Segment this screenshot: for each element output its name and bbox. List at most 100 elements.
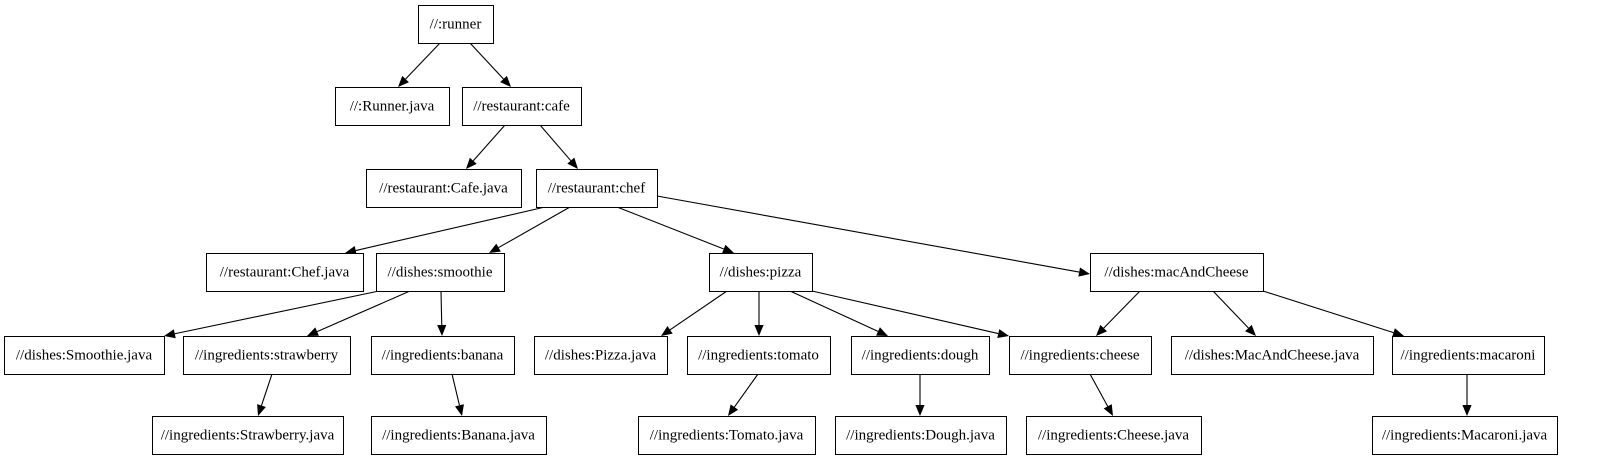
node-box[interactable] bbox=[687, 336, 831, 375]
graph-node-dishes_mac[interactable]: //dishes:macAndCheese bbox=[1090, 253, 1264, 292]
graph-node-smoothie_java[interactable]: //dishes:Smoothie.java bbox=[4, 336, 165, 375]
graph-edge bbox=[1462, 374, 1472, 416]
graph-edge bbox=[1262, 290, 1404, 338]
node-box[interactable] bbox=[1392, 336, 1545, 375]
node-box[interactable] bbox=[371, 336, 515, 375]
edge-arrowhead-icon bbox=[454, 404, 464, 416]
graph-node-dishes_smoothie[interactable]: //dishes:smoothie bbox=[376, 253, 505, 292]
graph-node-mac_java[interactable]: //dishes:MacAndCheese.java bbox=[1171, 336, 1374, 375]
graph-node-restaurant_cafe[interactable]: //restaurant:cafe bbox=[462, 87, 582, 126]
node-box[interactable] bbox=[366, 169, 522, 208]
node-label: //dishes:Smoothie.java bbox=[16, 347, 153, 363]
graph-node-chef_java[interactable]: //restaurant:Chef.java bbox=[206, 253, 364, 292]
edge-arrowhead-icon bbox=[1392, 328, 1404, 338]
node-box[interactable] bbox=[183, 336, 351, 375]
edge-arrowhead-icon bbox=[876, 327, 888, 336]
graph-node-tomato_java[interactable]: //ingredients:Tomato.java bbox=[638, 416, 816, 455]
graph-node-macaroni_java[interactable]: //ingredients:Macaroni.java bbox=[1372, 416, 1558, 455]
graph-node-ing_cheese[interactable]: //ingredients:cheese bbox=[1009, 336, 1152, 375]
graph-edge bbox=[307, 290, 411, 336]
graph-node-ing_tomato[interactable]: //ingredients:tomato bbox=[687, 336, 831, 375]
graph-edge bbox=[539, 124, 578, 169]
node-box[interactable] bbox=[536, 169, 658, 208]
graph-edge bbox=[616, 206, 734, 254]
node-box[interactable] bbox=[418, 5, 494, 44]
edge-arrowhead-icon bbox=[164, 329, 176, 339]
graph-edge bbox=[398, 42, 441, 87]
edge-line bbox=[174, 290, 380, 335]
edge-line bbox=[539, 124, 572, 162]
graph-edge bbox=[754, 291, 764, 336]
graph-node-pizza_java[interactable]: //dishes:Pizza.java bbox=[534, 336, 668, 375]
edge-line bbox=[656, 195, 1080, 273]
node-label: //ingredients:tomato bbox=[698, 347, 819, 363]
edge-line bbox=[469, 42, 504, 80]
edge-line bbox=[811, 290, 999, 335]
node-label: //:Runner.java bbox=[350, 98, 435, 114]
graph-edge bbox=[789, 290, 888, 336]
edge-arrowhead-icon bbox=[1462, 405, 1472, 416]
graph-edge bbox=[489, 206, 571, 253]
graph-node-cafe_java[interactable]: //restaurant:Cafe.java bbox=[366, 169, 522, 208]
node-label: //ingredients:banana bbox=[382, 347, 504, 363]
node-box[interactable] bbox=[376, 253, 505, 292]
edge-line bbox=[472, 124, 506, 162]
edge-line bbox=[405, 42, 441, 80]
edge-arrowhead-icon bbox=[345, 246, 357, 256]
graph-node-runner[interactable]: //:runner bbox=[418, 5, 494, 44]
node-box[interactable] bbox=[851, 336, 990, 375]
node-label: //restaurant:chef bbox=[548, 180, 645, 196]
edge-arrowhead-icon bbox=[1096, 324, 1107, 336]
node-box[interactable] bbox=[1026, 416, 1202, 455]
graph-node-ing_dough[interactable]: //ingredients:dough bbox=[851, 336, 990, 375]
graph-node-strawberry_java[interactable]: //ingredients:Strawberry.java bbox=[152, 416, 344, 455]
graph-node-banana_java[interactable]: //ingredients:Banana.java bbox=[371, 416, 547, 455]
node-box[interactable] bbox=[534, 336, 668, 375]
graph-edge bbox=[469, 42, 511, 87]
edge-arrowhead-icon bbox=[1245, 324, 1256, 336]
graph-node-dough_java[interactable]: //ingredients:Dough.java bbox=[835, 416, 1007, 455]
graph-node-ing_banana[interactable]: //ingredients:banana bbox=[371, 336, 515, 375]
node-label: //ingredients:strawberry bbox=[195, 347, 339, 363]
node-box[interactable] bbox=[206, 253, 364, 292]
edge-line bbox=[1103, 290, 1141, 329]
graph-node-runner_java[interactable]: //:Runner.java bbox=[335, 87, 450, 126]
edge-line bbox=[440, 290, 443, 326]
graph-node-dishes_pizza[interactable]: //dishes:pizza bbox=[709, 253, 813, 292]
node-label: //dishes:smoothie bbox=[388, 264, 493, 280]
node-box[interactable] bbox=[371, 416, 547, 455]
edge-line bbox=[616, 206, 724, 250]
node-box[interactable] bbox=[1171, 336, 1374, 375]
graph-node-ing_strawberry[interactable]: //ingredients:strawberry bbox=[183, 336, 351, 375]
node-label: //restaurant:cafe bbox=[473, 98, 570, 114]
edge-arrowhead-icon bbox=[1103, 404, 1113, 416]
edge-arrowhead-icon bbox=[754, 325, 764, 336]
node-label: //ingredients:macaroni bbox=[1401, 347, 1536, 363]
node-box[interactable] bbox=[1372, 416, 1558, 455]
graph-node-ing_macaroni[interactable]: //ingredients:macaroni bbox=[1392, 336, 1545, 375]
graph-edge bbox=[257, 373, 273, 416]
node-box[interactable] bbox=[462, 87, 582, 126]
node-box[interactable] bbox=[335, 87, 450, 126]
graph-node-restaurant_chef[interactable]: //restaurant:chef bbox=[536, 169, 658, 208]
node-box[interactable] bbox=[1009, 336, 1152, 375]
edge-line bbox=[260, 373, 273, 406]
graph-edge bbox=[345, 206, 546, 256]
graph-edge bbox=[656, 195, 1090, 277]
node-box[interactable] bbox=[709, 253, 813, 292]
edge-arrowhead-icon bbox=[500, 75, 511, 87]
node-box[interactable] bbox=[835, 416, 1007, 455]
node-box[interactable] bbox=[1090, 253, 1264, 292]
edge-arrowhead-icon bbox=[997, 329, 1009, 339]
node-box[interactable] bbox=[152, 416, 344, 455]
node-label: //ingredients:dough bbox=[862, 347, 979, 363]
node-label: //ingredients:Tomato.java bbox=[650, 427, 804, 443]
graph-edge bbox=[1212, 290, 1256, 336]
node-label: //ingredients:Macaroni.java bbox=[1382, 427, 1548, 443]
node-label: //ingredients:Strawberry.java bbox=[161, 427, 335, 443]
graph-node-cheese_java[interactable]: //ingredients:Cheese.java bbox=[1026, 416, 1202, 455]
edge-arrowhead-icon bbox=[728, 404, 739, 416]
node-box[interactable] bbox=[4, 336, 165, 375]
node-box[interactable] bbox=[638, 416, 816, 455]
